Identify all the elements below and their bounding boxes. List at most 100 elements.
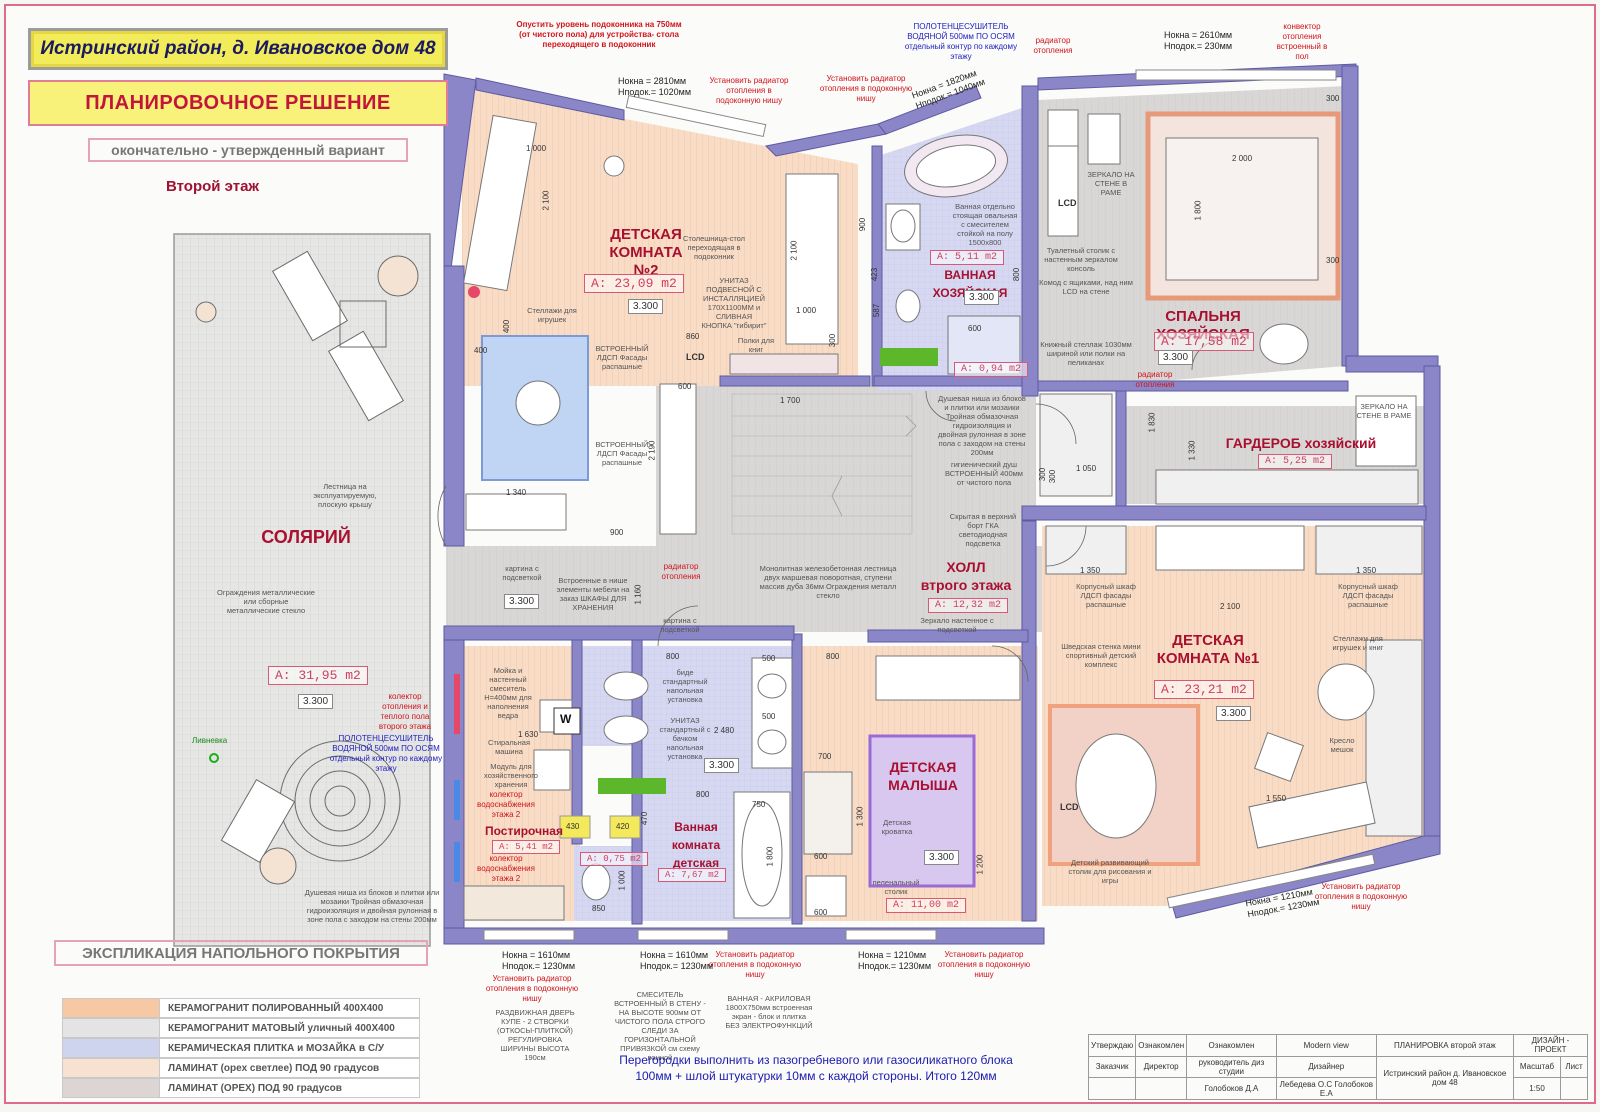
solarium-furniture — [195, 250, 419, 885]
note-radiator-niche-2: Установить радиатор отопления в подоконн… — [819, 74, 913, 103]
legend-item: ЛАМИНАТ (орех светлее) ПОД 90 градусов — [62, 1058, 420, 1078]
washer-symbol — [553, 707, 581, 735]
stamp-cell: Modern view — [1275, 1034, 1377, 1057]
dim-27: 423 — [870, 267, 880, 282]
window-frames — [483, 69, 1376, 941]
dim-23: 2 100 — [1220, 602, 1241, 611]
collector-red — [454, 674, 460, 734]
laundry-name: Постирочная — [485, 824, 563, 838]
note-corpus-1: Корпусный шкаф ЛДСП фасады распашные — [1076, 582, 1136, 609]
green-panel-2 — [598, 778, 666, 794]
stamp-cell: Ознакомлен — [1186, 1034, 1277, 1057]
dim-1: 1 000 — [526, 144, 547, 153]
dim-29: 600 — [968, 324, 982, 333]
stamp-cell: Масштаб — [1512, 1055, 1562, 1079]
stamp-cell: ДИЗАЙН - ПРОЕКТ — [1512, 1034, 1589, 1057]
child2-height: 3.300 — [628, 299, 664, 314]
laundry-area: А: 5,41 m2 — [492, 840, 561, 854]
bath-master-area: А: 5,11 m2 — [930, 250, 1005, 265]
note-railing: Ограждения металлические или сборные мет… — [217, 588, 315, 615]
drain-icon — [209, 753, 219, 763]
note-acryl-bath: ВАННАЯ - АКРИЛОВАЯ 1800Х750мм встроенная… — [725, 994, 813, 1030]
lcd-label-3: LCD — [1060, 802, 1079, 812]
note-stair: Монолитная железобетонная лестница двух … — [759, 564, 897, 600]
dim-22: 1 350 — [1356, 566, 1377, 575]
dim-50: 300 — [1048, 469, 1058, 484]
collector-blue-2 — [454, 842, 460, 882]
note-ldsp-1: ВСТРОЕННЫЙ ЛДСП Фасады распашные — [595, 344, 649, 371]
child1-height: 3.300 — [1216, 706, 1252, 721]
stamp-cell: Утверждаю — [1087, 1034, 1137, 1057]
note-bidet: биде стандартный напольная установка — [662, 668, 708, 704]
note-bookshelf: Книжный стеллаж 1030мм шириной или полки… — [1040, 340, 1132, 367]
note-sill: Опустить уровень подоконника на 750мм (о… — [516, 20, 682, 49]
child-bath-area: А: 7,67 m2 — [658, 868, 727, 882]
child2-furniture — [462, 114, 839, 535]
note-collector-heat: колектор отопления и теплого пола второг… — [378, 692, 432, 731]
lcd-label-1: LCD — [686, 352, 705, 362]
bedroom-furniture — [1039, 109, 1419, 505]
child2-area: А: 23,09 m2 — [584, 274, 684, 293]
dim-41: 850 — [592, 904, 606, 913]
note-mirror-hall: Зеркало настенное с подсветкой — [920, 616, 994, 634]
dim-34: 1 630 — [518, 730, 539, 739]
stamp-cell: Лебедева О.С Голобоков Е.А — [1275, 1077, 1377, 1100]
child1-furniture — [1045, 525, 1423, 849]
note-bath-oval: Ванная отдельно стоящая овальная с смеси… — [952, 202, 1018, 247]
note-shower-sol: Душевая ниша из блоков и плитки или моза… — [304, 888, 440, 924]
dim-42: 1 000 — [617, 870, 627, 891]
note-desk-sill: Столешница-стол переходящая в подоконник — [682, 234, 746, 261]
child2-floor — [462, 86, 858, 386]
dim-31: 500 — [762, 654, 776, 663]
wc-area: А: 0,75 m2 — [580, 852, 649, 866]
legend-label: ЛАМИНАТ (орех светлее) ПОД 90 градусов — [168, 1062, 380, 1074]
dim-19: 1 330 — [1187, 440, 1197, 461]
note-dresser: Комод с ящиками, над ним LCD на стене — [1039, 278, 1133, 296]
solarium-height: 3.300 — [298, 694, 334, 709]
stamp-cell: ПЛАНИРОВКА второй этаж — [1375, 1034, 1514, 1057]
dim-36: 750 — [752, 800, 766, 809]
note-sink-laundry: Мойка и настенный смеситель Н=400мм для … — [484, 666, 532, 720]
legend-item: ЛАМИНАТ (ОРЕХ) ПОД 90 градусов — [62, 1078, 420, 1098]
note-mixer: СМЕСИТЕЛЬ ВСТРОЕННЫЙ В СТЕНУ - НА ВЫСОТЕ… — [614, 990, 706, 1062]
dim-7: 1 340 — [506, 488, 527, 497]
address-banner: Истринский район, д. Ивановское дом 48 — [28, 28, 448, 70]
note-chair-bag: Кресло мешок — [1329, 736, 1355, 754]
hall-height: 3.300 — [504, 594, 540, 609]
note-shower-niche: Душевая ниша из блоков и плитки или моза… — [938, 394, 1026, 457]
legend-swatch — [63, 1019, 160, 1037]
dim-18: 1 050 — [1076, 464, 1097, 473]
legend-item: КЕРАМИЧЕСКАЯ ПЛИТКА и МОЗАЙКА в С/У — [62, 1038, 420, 1058]
note-washer: Стиральная машина — [487, 738, 531, 756]
title-block: Утверждаю Ознакомлен Ознакомлен Modern v… — [1087, 1034, 1589, 1101]
note-crib: Детская кроватка — [881, 818, 913, 836]
note-radiator-niche-1: Установить радиатор отопления в подоконн… — [709, 76, 789, 105]
note-changing: пеленальный столик — [872, 878, 920, 896]
note-hidden-light: Скрытая в верхний борт ГКА светодиодная … — [949, 512, 1017, 548]
stamp-cell: 1:50 — [1512, 1077, 1562, 1100]
dim-44: 1 300 — [855, 806, 865, 827]
note-radiator-child1: Установить радиатор отопления в подоконн… — [1314, 882, 1408, 911]
baby-height: 3.300 — [924, 850, 960, 865]
green-panel-1 — [880, 348, 938, 366]
bedroom-height: 3.300 — [1158, 350, 1194, 365]
bedroom-area: А: 17,58 m2 — [1154, 332, 1254, 351]
note-ldsp-2: ВСТРОЕННЫЙ ЛДСП Фасады распашные — [595, 440, 649, 467]
note-radiator-bottom-2: Установить радиатор отопления в подоконн… — [708, 950, 802, 979]
child1-area: А: 23,21 m2 — [1154, 680, 1254, 699]
box-430 — [559, 815, 591, 839]
legend-swatch — [63, 1059, 160, 1077]
dim-28: 800 — [1012, 267, 1022, 282]
solarium-name: СОЛЯРИЙ — [261, 527, 351, 547]
dim-10: 900 — [610, 528, 624, 537]
note-radiator-bottom-3: Установить радиатор отопления в подоконн… — [937, 950, 1031, 979]
stamp-cell: Заказчик — [1087, 1055, 1137, 1079]
note-collector-water-2: колектор водоснабжения этажа 2 — [477, 854, 535, 883]
partition-note: Перегородки выполнить из пазогребневого … — [619, 1053, 1013, 1083]
